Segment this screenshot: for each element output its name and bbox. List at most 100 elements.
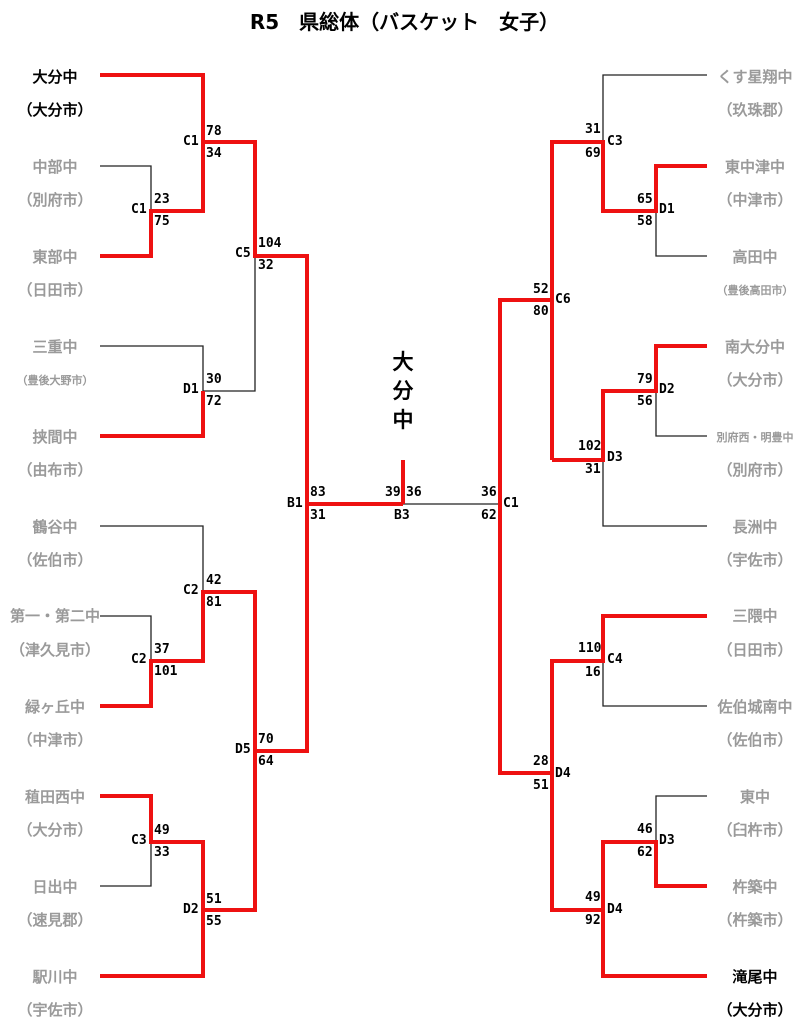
team-city: （日田市） (17, 281, 93, 299)
score-top: 46 (637, 822, 653, 837)
score-bottom: 31 (585, 462, 601, 477)
path-c6-c1 (498, 298, 552, 504)
score-top: 102 (578, 439, 602, 454)
team-name: 南大分中 (724, 338, 785, 356)
court-label: C1 (183, 134, 199, 149)
score-top: 49 (585, 890, 601, 905)
bracket-title: R5 県総体（バスケット 女子） (249, 10, 560, 34)
path-minamioita (552, 344, 707, 462)
score-bottom: 34 (206, 146, 222, 161)
path-higashi (655, 795, 707, 842)
score-bottom: 101 (154, 664, 178, 679)
path-d4-c1 (498, 504, 552, 775)
team-city: （佐伯市） (17, 551, 93, 569)
court-label: C1 (131, 202, 147, 217)
score-top: 65 (637, 192, 653, 207)
score-top: 49 (154, 823, 170, 838)
team-city: （大分市） (717, 371, 793, 389)
score-bottom: 56 (637, 394, 653, 409)
team-name: 挟間中 (32, 428, 78, 446)
path-saikijonan (602, 661, 707, 707)
champion-char: 分 (392, 379, 414, 403)
path-higashinakatsu (550, 140, 707, 460)
team-name: 東部中 (32, 248, 78, 266)
path-wasadanishi (100, 751, 257, 912)
score-bottom: 62 (481, 508, 497, 523)
team-city: （宇佐市） (717, 551, 793, 569)
score-top: 52 (533, 282, 549, 297)
score-bottom: 64 (258, 754, 274, 769)
team-city: （別府市） (717, 461, 793, 479)
court-label: D3 (659, 833, 675, 848)
path-mikuma (550, 614, 707, 773)
team-city: （中津市） (17, 731, 93, 749)
path-mie (100, 345, 204, 391)
score-bottom: 72 (206, 394, 222, 409)
score-bottom: 80 (533, 304, 549, 319)
team-city: （日田市） (717, 641, 793, 659)
team-name: 日出中 (32, 878, 78, 896)
score-bottom: 92 (585, 913, 601, 928)
team-city: （佐伯市） (717, 731, 793, 749)
path-ekigawa (100, 910, 205, 978)
path-takio (601, 910, 707, 978)
score-top: 104 (258, 236, 282, 251)
score-bottom: 33 (154, 845, 170, 860)
path-beppunishi (655, 391, 707, 437)
team-name: 佐伯城南中 (717, 698, 793, 716)
score-bottom: 81 (206, 595, 222, 610)
court-label: D5 (235, 742, 251, 757)
score-top: 37 (154, 642, 170, 657)
score-top: 110 (578, 641, 602, 656)
team-city: （杵築市） (717, 911, 793, 929)
court-label: D1 (659, 202, 675, 217)
team-name: 中部中 (32, 158, 78, 176)
court-label: C6 (555, 292, 571, 307)
team-name: 高田中 (732, 248, 778, 266)
path-hiji (100, 842, 152, 887)
court-label: C3 (131, 833, 147, 848)
team-name: 稙田西中 (24, 788, 85, 806)
score-top: 79 (637, 372, 653, 387)
team-city: （大分市） (17, 101, 93, 119)
path-kitsuki (550, 773, 707, 912)
court-label: D1 (183, 382, 199, 397)
court-label: D3 (607, 450, 623, 465)
score-top: 78 (206, 124, 222, 139)
court-label: C5 (235, 246, 251, 261)
court-label: C3 (607, 134, 623, 149)
path-daiichi (100, 615, 152, 661)
team-name: 駅川中 (32, 968, 78, 986)
score-bottom: 55 (206, 914, 222, 929)
score-bottom: 31 (310, 508, 326, 523)
court-label: C1 (503, 496, 519, 511)
path-hasama (100, 391, 205, 438)
score-bottom: 32 (258, 258, 274, 273)
court-label: C2 (183, 583, 199, 598)
team-name: 長洲中 (732, 518, 778, 536)
team-name: 東中津中 (724, 158, 785, 176)
path-nakabe (100, 165, 152, 211)
path-oita (100, 73, 309, 504)
team-name: くす星翔中 (717, 68, 793, 86)
score-top: 83 (310, 485, 326, 500)
court-label: D4 (607, 902, 623, 917)
team-name: 鶴谷中 (32, 518, 78, 536)
team-name: 東中 (739, 788, 770, 806)
team-city: （豊後高田市） (716, 284, 794, 297)
court-label: B1 (287, 496, 303, 511)
team-city: （宇佐市） (17, 1001, 93, 1019)
team-name: 第一・第二中 (9, 607, 100, 625)
team-city: （津久見市） (9, 641, 100, 659)
path-kusu (602, 74, 707, 142)
final-score-left: 39 (385, 485, 401, 500)
final-score-right: 36 (406, 485, 422, 500)
team-city: （大分市） (17, 821, 93, 839)
path-higashibe (100, 142, 205, 258)
final-court-label: B3 (394, 508, 410, 523)
score-top: 36 (481, 485, 497, 500)
court-label: D4 (555, 766, 571, 781)
team-city: （速見郡） (17, 911, 93, 929)
